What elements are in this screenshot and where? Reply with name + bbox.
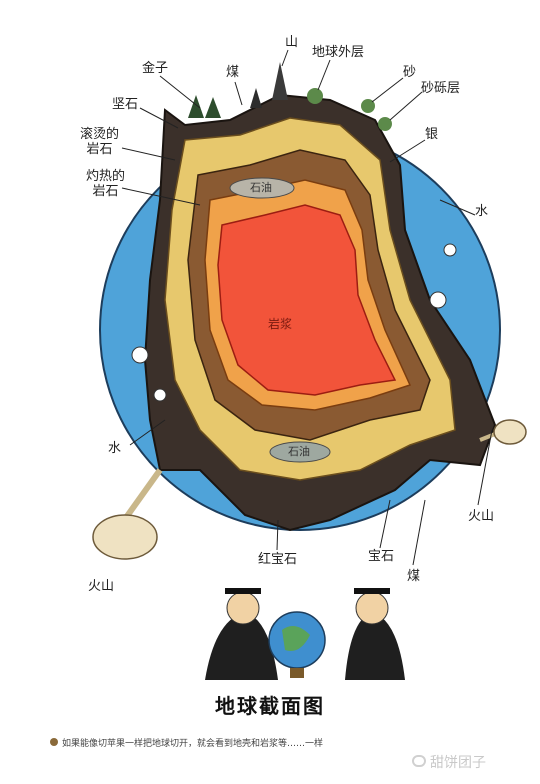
- fish-left: [132, 347, 148, 363]
- volcano-right-cloud: [494, 420, 526, 444]
- label-oil-bottom: 石油: [288, 446, 310, 459]
- label-hard-rock: 坚石: [112, 98, 138, 113]
- tree-1: [188, 95, 204, 118]
- fish-left-2: [154, 389, 166, 401]
- label-ruby: 红宝石: [258, 553, 297, 568]
- label-silver: 银: [425, 128, 438, 143]
- fish-right: [430, 292, 446, 308]
- label-water-left: 水: [108, 442, 121, 457]
- label-gold: 金子: [142, 62, 168, 77]
- label-coal-bottom: 煤: [407, 570, 420, 585]
- bush-1: [307, 88, 323, 104]
- bush-3: [378, 117, 392, 131]
- label-volcano-right: 火山: [468, 510, 494, 525]
- volcano-left-cloud: [93, 515, 157, 559]
- label-hot-rock: 滚烫的 岩石: [80, 128, 119, 158]
- wechat-icon: [412, 755, 426, 767]
- label-mountain: 山: [285, 36, 298, 51]
- label-water-right: 水: [475, 205, 488, 220]
- caption-bullet: [50, 738, 58, 746]
- tree-2: [205, 97, 221, 118]
- label-gravel-layer: 砂砾层: [421, 82, 460, 97]
- label-outer-layer: 地球外层: [312, 46, 364, 61]
- label-scorching-rock: 灼热的 岩石: [86, 170, 125, 200]
- label-volcano-left: 火山: [88, 580, 114, 595]
- coal-tower: [250, 88, 262, 108]
- label-sand: 砂: [403, 66, 416, 81]
- label-oil-top: 石油: [250, 182, 272, 195]
- scholars-illustration: [205, 588, 405, 680]
- label-coal-top: 煤: [226, 66, 239, 81]
- mountain-peak: [272, 62, 288, 100]
- label-gem: 宝石: [368, 550, 394, 565]
- label-magma: 岩浆: [268, 318, 292, 332]
- fish-right-2: [444, 244, 456, 256]
- diagram-title: 地球截面图: [0, 690, 540, 719]
- watermark: 甜饼团子: [430, 752, 486, 772]
- diagram-caption: 如果能像切苹果一样把地球切开，就会看到地壳和岩浆等……一样: [62, 736, 323, 749]
